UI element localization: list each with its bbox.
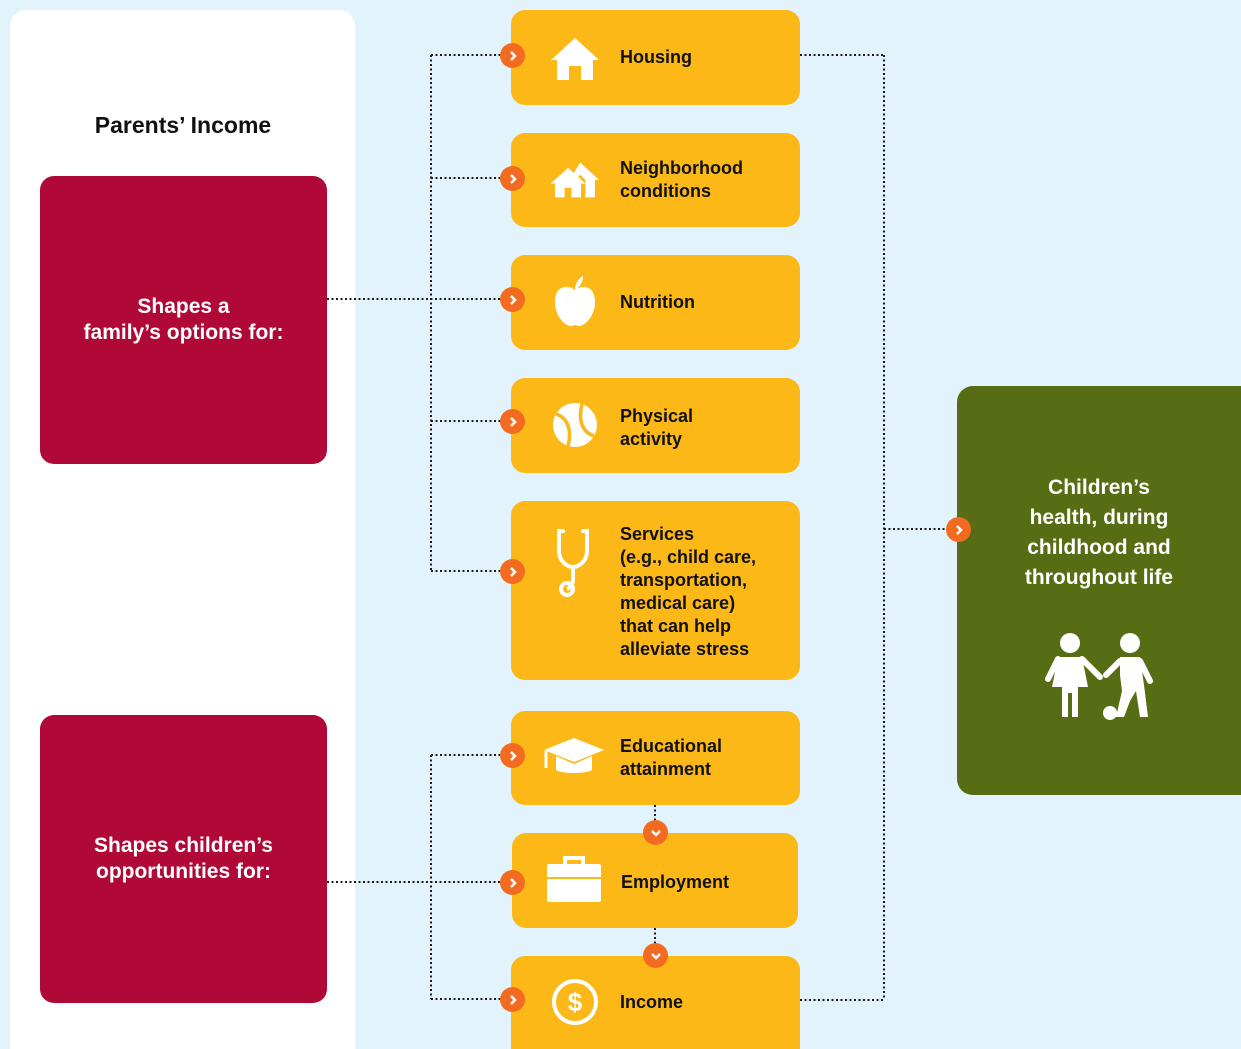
house-icon [549,32,601,84]
children-playing-icon [1044,631,1156,726]
children-opportunities-text: Shapes children’s opportunities for: [94,834,273,883]
apple-icon [549,275,601,327]
option-physical-activity: Physical activity [511,378,800,473]
connector-down-icon [643,820,668,845]
connector-arrow-icon [500,743,525,768]
option-nutrition: Nutrition [511,255,800,350]
connector-arrow-icon [946,517,971,542]
briefcase-icon [544,853,604,905]
option-label: Physical activity [620,406,694,449]
connector-arrow-icon [500,409,525,434]
connector-arrow-icon [500,287,525,312]
option-label: Services (e.g., child care, transportati… [620,524,757,659]
family-options-box: Shapes a family’s options for: [40,176,327,464]
connector-arrow-icon [500,987,525,1012]
opportunity-education: Educational attainment [511,711,800,805]
option-neighborhood: Neighborhood conditions [511,133,800,227]
opportunity-label: Income [620,992,684,1012]
connector-arrow-icon [500,870,525,895]
opportunity-label: Employment [621,872,730,892]
dollar-icon: $ [549,976,601,1028]
option-services: Services (e.g., child care, transportati… [511,501,800,680]
option-label: Housing [620,47,692,67]
connector-arrow-icon [500,43,525,68]
opportunity-label: Educational attainment [620,736,723,779]
outcome-box: Children’s health, during childhood and … [957,386,1241,795]
children-opportunities-box: Shapes children’s opportunities for: [40,715,327,1003]
option-label: Nutrition [620,292,695,312]
opportunity-income: $ Income [511,956,800,1049]
graduation-cap-icon [541,730,607,782]
connector-arrow-icon [500,166,525,191]
connector-arrow-icon [500,559,525,584]
svg-text:$: $ [568,987,583,1017]
connector-down-icon [643,943,668,968]
opportunity-employment: Employment [512,833,798,928]
outcome-text: Children’s health, during childhood and … [1024,476,1174,589]
neighborhood-icon [549,154,601,206]
option-housing: Housing [511,10,800,105]
option-label: Neighborhood conditions [620,158,743,201]
stethoscope-icon [549,527,601,597]
ball-icon [549,399,601,451]
family-options-text: Shapes a family’s options for: [83,295,284,344]
diagram-heading: Parents’ Income [94,112,272,138]
